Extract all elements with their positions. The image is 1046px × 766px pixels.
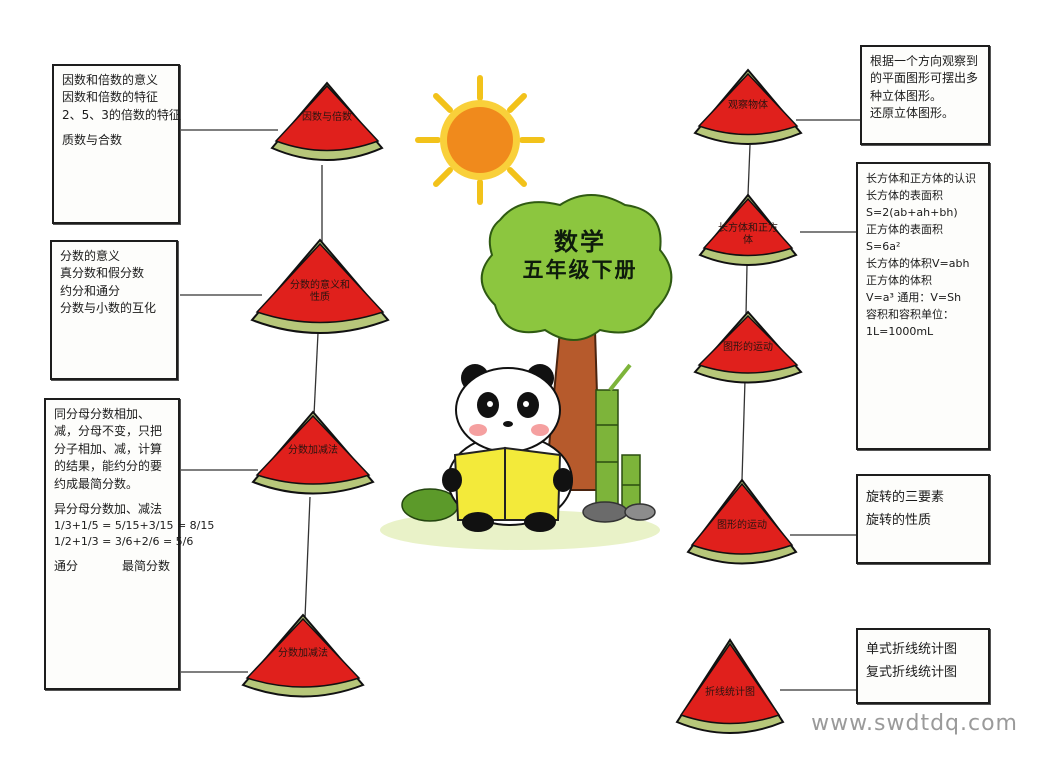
detail-line: 长方体的体积V=abh bbox=[866, 257, 970, 271]
melon-slice bbox=[686, 478, 798, 565]
topic-label: 折线统计图 bbox=[705, 687, 755, 698]
detail-box-addition: 同分母分数相加、减，分母不变，只把分子相加、减，计算的结果，能约分的要约成最简分… bbox=[44, 398, 215, 690]
detail-line: 单式折线统计图 bbox=[866, 642, 958, 657]
detail-box-factors: 因数和倍数的意义 因数和倍数的特征 2、5、3的倍数的特征 质数与合数 bbox=[52, 64, 181, 224]
topic-label: 分数的意义和性质 bbox=[290, 280, 350, 303]
note-tongfen: 通分 bbox=[54, 559, 79, 574]
detail-line: 质数与合数 bbox=[62, 133, 123, 148]
detail-line: 因数和倍数的特征 bbox=[62, 90, 159, 105]
detail-line: 2、5、3的倍数的特征 bbox=[62, 107, 181, 122]
detail-line: 真分数和假分数 bbox=[60, 266, 145, 281]
topic-label: 长方体和正方体 bbox=[718, 223, 778, 246]
melon-slice bbox=[270, 81, 384, 161]
detail-line: 异分母分数加、减法 bbox=[54, 501, 163, 516]
detail-line: 因数和倍数的意义 bbox=[62, 73, 159, 87]
detail-line: 长方体和正方体的认识 bbox=[866, 172, 976, 185]
melon-slice bbox=[250, 238, 390, 334]
fraction-example-2: 1/2+1/3 = 3/6+2/6 = 5/6 bbox=[54, 535, 194, 549]
bamboo-illustration bbox=[595, 363, 641, 516]
topic-label: 分数加减法 bbox=[278, 648, 328, 659]
melon-slice bbox=[241, 613, 365, 698]
detail-box-statistics: 单式折线统计图 复式折线统计图 bbox=[856, 628, 990, 704]
melon-slice bbox=[693, 310, 803, 384]
fraction-notes: 通分 最简分数 bbox=[54, 558, 170, 575]
detail-box-cuboid: 长方体和正方体的认识 长方体的表面积 S=2(ab+ah+bh) 正方体的表面积… bbox=[856, 162, 990, 450]
topic-label: 分数加减法 bbox=[288, 445, 338, 456]
connector-lines bbox=[180, 119, 860, 691]
topic-label: 图形的运动 bbox=[723, 342, 773, 353]
topic-label: 因数与倍数 bbox=[302, 112, 352, 123]
fraction-example-1: 1/3+1/5 = 5/15+3/15 = 8/15 bbox=[54, 519, 215, 533]
melon-slice bbox=[675, 638, 785, 734]
detail-line: 容积和容积单位： bbox=[866, 308, 954, 322]
detail-line: V=a³ 通用：V=Sh bbox=[866, 291, 962, 305]
title-line-2: 五年级下册 bbox=[522, 258, 638, 282]
detail-line: 旋转的性质 bbox=[866, 513, 932, 529]
detail-paragraph: 根据一个方向观察到的平面图形可摆出多种立体图形。 bbox=[870, 54, 979, 103]
topic-label: 观察物体 bbox=[728, 100, 768, 111]
detail-box-fractions: 分数的意义 真分数和假分数 约分和通分 分数与小数的互化 bbox=[50, 240, 178, 380]
detail-line: 分数与小数的互化 bbox=[60, 301, 157, 316]
detail-line: 1L=1000mL bbox=[866, 325, 934, 339]
topic-label: 图形的运动 bbox=[717, 520, 767, 531]
detail-line: 还原立体图形。 bbox=[870, 106, 955, 121]
detail-line: 正方体的体积 bbox=[866, 274, 932, 288]
detail-line: 复式折线统计图 bbox=[866, 665, 958, 681]
melon-slice bbox=[698, 193, 798, 266]
detail-box-motion: 旋转的三要素 旋转的性质 bbox=[856, 474, 990, 564]
detail-line: 旋转的三要素 bbox=[866, 490, 945, 505]
detail-line: S=6a² bbox=[866, 240, 901, 254]
title-line-1: 数学 bbox=[554, 228, 606, 256]
melon-slice bbox=[693, 68, 803, 145]
panda-illustration bbox=[442, 364, 573, 532]
melon-slice bbox=[251, 410, 375, 495]
note-zuijian: 最简分数 bbox=[121, 559, 170, 574]
detail-line: 分数的意义 bbox=[60, 249, 121, 263]
watermelon-slices bbox=[241, 68, 803, 734]
detail-line: 长方体的表面积 bbox=[866, 189, 943, 203]
watermark: www.swdtdq.com bbox=[811, 711, 1018, 736]
detail-box-observe: 根据一个方向观察到的平面图形可摆出多种立体图形。 还原立体图形。 bbox=[860, 45, 990, 145]
bush-illustration bbox=[401, 488, 656, 523]
detail-line: 正方体的表面积 bbox=[866, 223, 943, 237]
sun-icon bbox=[415, 75, 545, 205]
detail-paragraph: 同分母分数相加、减，分母不变，只把分子相加、减，计算的结果，能约分的要约成最简分… bbox=[54, 407, 163, 491]
detail-line: S=2(ab+ah+bh) bbox=[866, 206, 958, 220]
detail-line: 约分和通分 bbox=[60, 283, 121, 298]
